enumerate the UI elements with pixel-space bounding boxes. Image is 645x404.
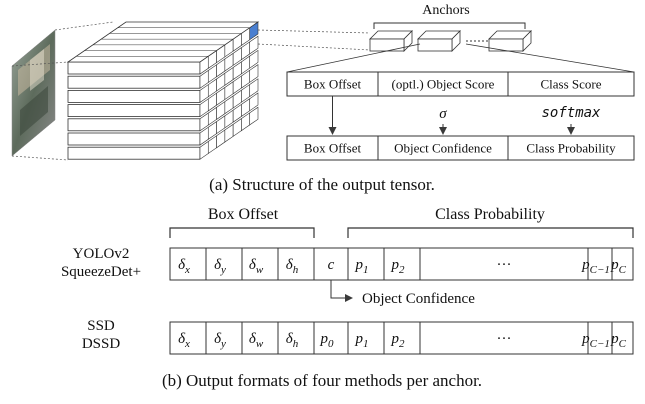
score-row: Box Offset (optl.) Object Score Class Sc… <box>286 71 635 97</box>
object-confidence-label: Object Confidence <box>362 291 475 307</box>
row1-object-score: (optl.) Object Score <box>392 77 495 92</box>
box-offset-header: Box Offset <box>208 206 279 223</box>
tensor-top-face <box>66 21 260 63</box>
row2-class-probability: Class Probability <box>526 141 616 156</box>
softmax-op: softmax <box>541 105 601 121</box>
anchors-label: Anchors <box>422 3 469 18</box>
input-image <box>11 29 56 157</box>
tensor-grid <box>66 21 260 160</box>
format-row-frame <box>169 247 634 281</box>
tensor-cell <box>249 64 259 83</box>
tensor-front-slab <box>67 132 201 146</box>
tensor-front-slab <box>67 75 201 89</box>
anchor-box <box>369 38 405 52</box>
tensor-cell <box>249 106 259 126</box>
format-cell: δx <box>178 257 190 276</box>
anchor-box <box>488 38 524 52</box>
tensor-cell <box>249 78 259 98</box>
projection-lines <box>11 21 371 161</box>
anchors-bracket <box>373 22 526 29</box>
class-probability-brace <box>347 227 634 238</box>
anchor-boxes <box>369 30 532 52</box>
caption-a: (a) Structure of the output tensor. <box>209 175 435 194</box>
tensor-illustration <box>11 21 371 161</box>
box-offset-brace <box>169 227 315 238</box>
squeezedet-label-text: SqueezeDet+ <box>61 264 141 280</box>
format-cell: c <box>328 257 335 273</box>
tensor-cell <box>249 92 259 112</box>
output-row: Box Offset Object Confidence Class Proba… <box>286 135 635 161</box>
tensor-front-slab <box>67 104 201 117</box>
format-cell: δx <box>178 331 190 350</box>
anchor-box <box>417 38 453 52</box>
yolo-label: YOLOv2 <box>73 246 130 262</box>
class-probability-header: Class Probability <box>435 206 545 223</box>
tensor-cell <box>249 49 259 69</box>
anchors-group: Anchors <box>286 3 635 73</box>
tensor-front-slab <box>67 61 201 75</box>
object-confidence-arrow <box>330 280 353 302</box>
dssd-label: DSSD <box>82 336 121 352</box>
caption-b: (b) Output formats of four methods per a… <box>162 371 482 390</box>
format-cell: δy <box>214 331 226 350</box>
tensor-cell <box>249 35 259 55</box>
transform-arrows <box>328 96 575 135</box>
tensor-front-slab <box>67 146 201 160</box>
format-cell: ··· <box>497 331 512 347</box>
sigma-op: σ <box>439 106 447 122</box>
row2-object-confidence: Object Confidence <box>394 141 492 156</box>
ssd-label: SSD <box>87 318 115 334</box>
row2-box-offset: Box Offset <box>304 141 362 156</box>
row1-class-score: Class Score <box>540 77 601 92</box>
format-row-frame <box>169 321 634 355</box>
format-cell: δy <box>214 257 226 276</box>
tensor-front-slab <box>67 90 201 103</box>
tensor-front-slab <box>67 118 201 132</box>
format-cell: ··· <box>497 257 512 273</box>
row1-box-offset: Box Offset <box>304 77 362 92</box>
